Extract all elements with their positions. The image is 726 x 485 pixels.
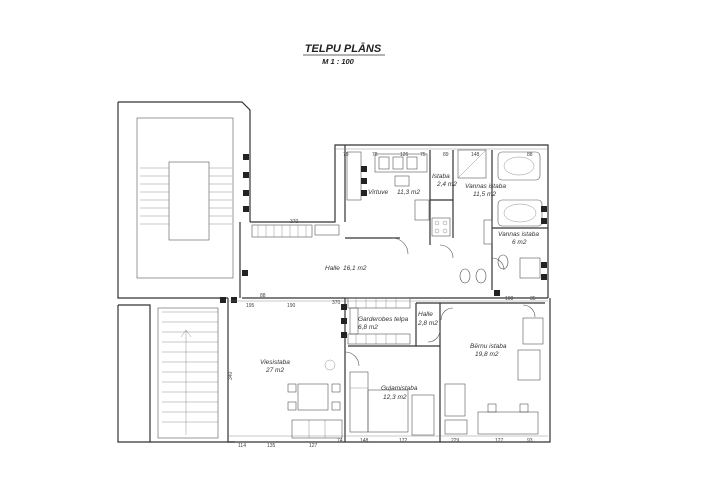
living-room-furniture — [287, 359, 343, 439]
dim-top-1: 78 — [372, 152, 378, 158]
room-bedroom-area: 12,3 m2 — [383, 394, 407, 401]
room-bath2-name: Vannas istaba — [498, 231, 539, 238]
dim-mid-2: 190 — [287, 303, 296, 309]
room-bath1-name: Vannas istaba — [465, 183, 506, 190]
dim-bottom-4: 148 — [360, 438, 369, 444]
room-wardrobe-name: Garderobes telpa — [358, 316, 409, 323]
plan-title: TELPU PLĀNS — [305, 43, 382, 55]
kitchen-fixtures — [346, 151, 451, 237]
room-hall2-area: 2,8 m2 — [417, 320, 438, 327]
room-kitchen-name: Virtuve — [368, 189, 388, 196]
dim-bottom-5: 172 — [399, 438, 408, 444]
dim-top-4: 89 — [443, 152, 449, 158]
upper-stair-core — [117, 101, 251, 299]
dim-top-5: 148 — [471, 152, 480, 158]
dim-top-0: 79 — [343, 152, 349, 158]
dim-top-3: 75 — [420, 152, 426, 158]
door-swings — [344, 237, 536, 367]
room-bedroom-name: Guļamistaba — [381, 385, 418, 392]
dim-bottom-7: 127 — [495, 438, 504, 444]
wardrobes — [251, 224, 411, 345]
wall-markers — [220, 154, 547, 338]
dim-top-2: 126 — [400, 152, 409, 158]
room-bath1-area: 11,5 m2 — [473, 191, 496, 198]
room-living-area: 27 m2 — [265, 367, 284, 374]
dim-left-0: 340 — [228, 371, 234, 380]
dim-mid-4: 108 — [505, 296, 514, 302]
room-kitchen-area: 11,3 m2 — [397, 189, 420, 196]
bedroom-furniture — [349, 371, 435, 436]
room-living-name: Viesistaba — [260, 359, 290, 366]
room-wardrobe-area: 6,8 m2 — [358, 324, 378, 331]
dim-bottom-6: 229 — [451, 438, 460, 444]
room-hall2-name: Halle — [418, 311, 433, 318]
plan-scale: M 1 : 100 — [322, 57, 355, 66]
dimensions: 79 78 126 75 89 148 88 370 88 195 190 37… — [228, 148, 548, 449]
childrens-room-furniture — [444, 317, 544, 435]
dim-bottom-8: 93 — [527, 438, 533, 444]
dim-hall-top: 370 — [290, 219, 299, 225]
dim-mid-0: 88 — [260, 293, 266, 299]
dim-mid-5: 35 — [530, 296, 536, 302]
room-labels: Virtuve 11,3 m2 Istaba 2,4 m2 Vannas ist… — [260, 173, 539, 401]
dim-mid-1: 195 — [246, 303, 255, 309]
dim-bottom-2: 127 — [309, 443, 318, 449]
dim-top-6: 88 — [527, 152, 533, 158]
room-kids-area: 19,8 m2 — [475, 351, 499, 358]
room-small-area: 2,4 m2 — [436, 181, 457, 188]
dim-bottom-1: 135 — [267, 443, 276, 449]
room-bath2-area: 6 m2 — [512, 239, 527, 246]
room-hall-area: 16,1 m2 — [343, 265, 367, 272]
room-kids-name: Bērnu istaba — [470, 343, 507, 350]
dim-bottom-3: 74 — [337, 438, 343, 444]
dim-mid-3: 370 — [332, 300, 341, 306]
lower-stair-core — [117, 304, 235, 443]
room-small-name: Istaba — [432, 173, 450, 180]
dim-bottom-0: 114 — [238, 443, 246, 449]
room-hall-name: Halle — [325, 265, 340, 272]
bathroom-fixtures — [457, 149, 543, 284]
